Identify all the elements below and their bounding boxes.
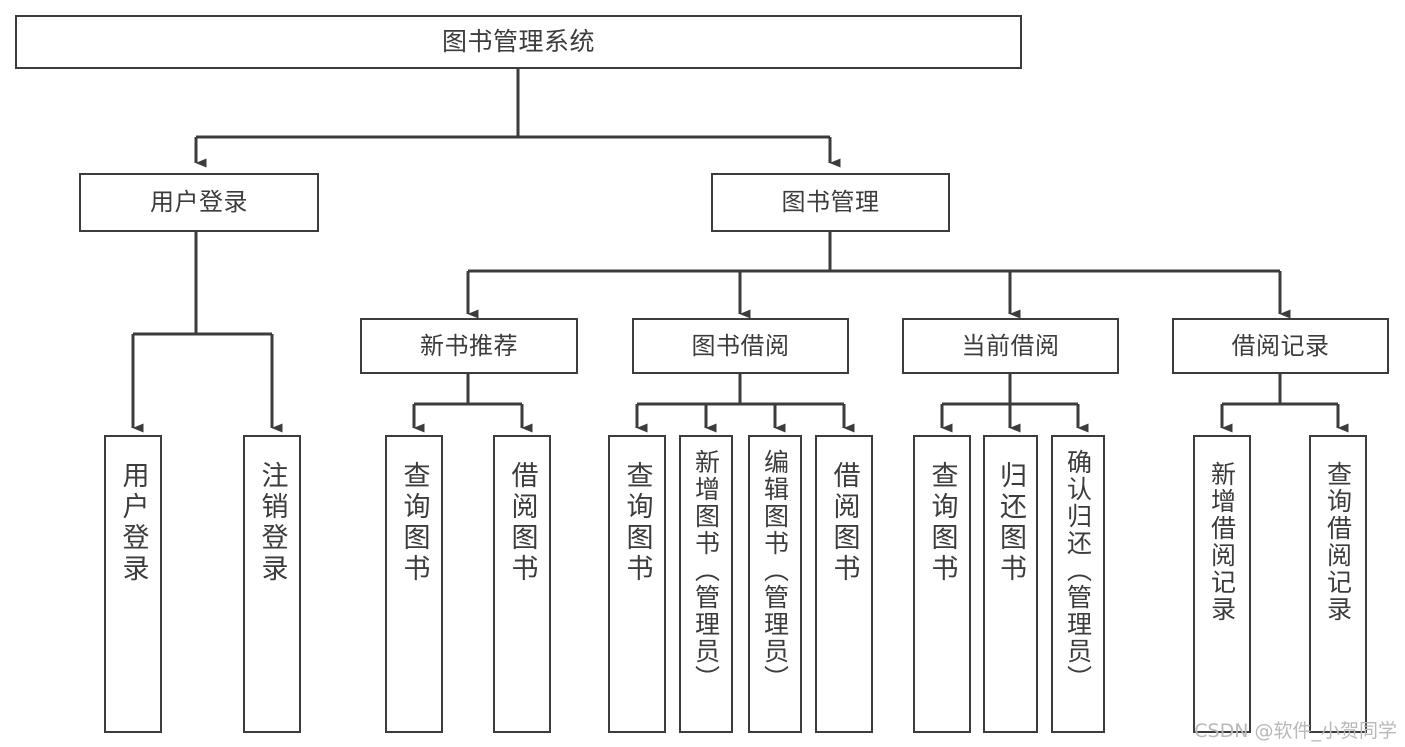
node-new-book-recommend-label: 新书推荐	[420, 331, 518, 360]
watermark-text: CSDN @软件_小贺同学	[1194, 720, 1397, 742]
node-root[interactable]: 图书管理系统	[15, 15, 1022, 69]
leaf-new-book-query[interactable]: 查询图书	[385, 435, 443, 733]
leaf-user-login-signin[interactable]: 用户登录	[104, 435, 162, 733]
node-current-borrow-label: 当前借阅	[961, 331, 1060, 360]
node-book-borrow[interactable]: 图书借阅	[632, 318, 849, 374]
node-new-book-recommend[interactable]: 新书推荐	[360, 318, 578, 374]
leaf-borrow-record-add[interactable]: 新增借阅记录	[1193, 435, 1251, 733]
leaf-label: 确认归还（管理员）	[1063, 449, 1093, 692]
leaf-current-borrow-confirm[interactable]: 确认归还（管理员）	[1051, 435, 1105, 733]
node-user-login[interactable]: 用户登录	[79, 173, 319, 232]
leaf-book-borrow-query[interactable]: 查询图书	[608, 435, 666, 733]
leaf-current-borrow-query[interactable]: 查询图书	[913, 435, 971, 733]
leaf-label: 新增图书（管理员）	[691, 449, 721, 692]
leaf-label: 借阅图书	[506, 461, 538, 585]
leaf-label: 新增借阅记录	[1207, 461, 1237, 623]
node-book-borrow-label: 图书借阅	[691, 331, 790, 360]
node-borrow-record-label: 借阅记录	[1231, 331, 1330, 360]
leaf-label: 编辑图书（管理员）	[760, 449, 790, 692]
leaf-user-login-signout[interactable]: 注销登录	[243, 435, 301, 733]
leaf-label: 查询图书	[621, 461, 653, 585]
node-book-management-label: 图书管理	[781, 188, 880, 217]
leaf-new-book-borrow[interactable]: 借阅图书	[493, 435, 551, 733]
node-root-label: 图书管理系统	[441, 27, 595, 57]
node-borrow-record[interactable]: 借阅记录	[1172, 318, 1389, 374]
leaf-label: 归还图书	[995, 461, 1026, 585]
leaf-label: 用户登录	[117, 461, 149, 585]
leaf-label: 注销登录	[256, 461, 288, 585]
node-book-management[interactable]: 图书管理	[711, 173, 950, 232]
leaf-current-borrow-return[interactable]: 归还图书	[983, 435, 1038, 733]
node-user-login-label: 用户登录	[150, 188, 248, 217]
leaf-label: 借阅图书	[828, 461, 860, 585]
leaf-label: 查询借阅记录	[1323, 461, 1353, 623]
leaf-book-borrow-borrow[interactable]: 借阅图书	[815, 435, 873, 733]
leaf-book-borrow-add[interactable]: 新增图书（管理员）	[679, 435, 733, 733]
leaf-book-borrow-edit[interactable]: 编辑图书（管理员）	[748, 435, 802, 733]
node-current-borrow[interactable]: 当前借阅	[902, 318, 1119, 374]
leaf-label: 查询图书	[398, 461, 430, 585]
leaf-borrow-record-query[interactable]: 查询借阅记录	[1309, 435, 1367, 733]
leaf-label: 查询图书	[926, 461, 958, 585]
